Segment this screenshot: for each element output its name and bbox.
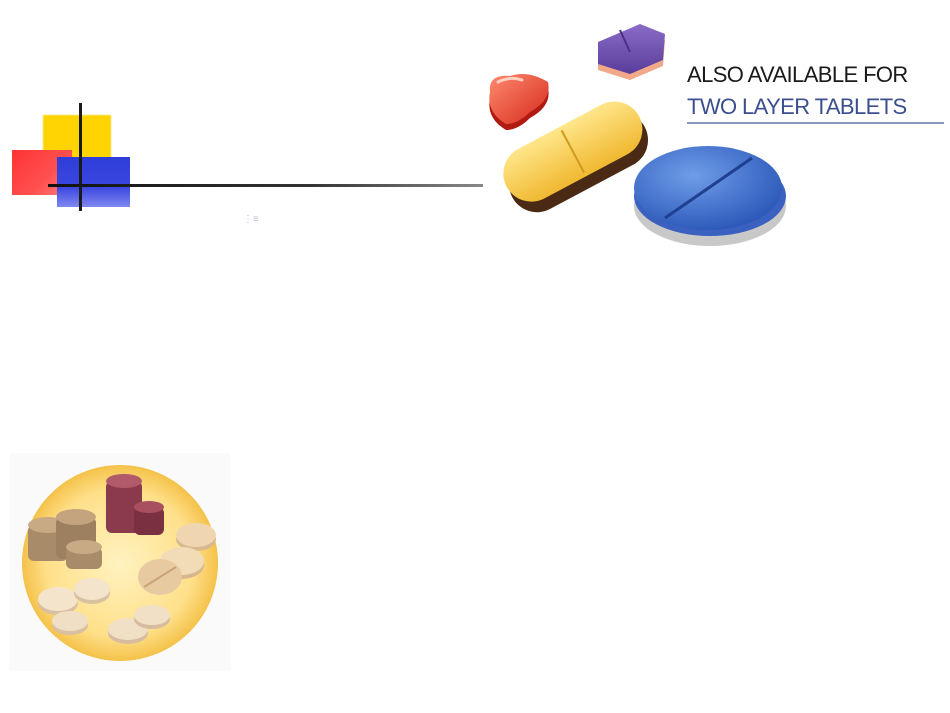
- light-tablets-right: [138, 523, 216, 595]
- tablets-photo: [22, 465, 218, 661]
- yellow-capsule: [503, 101, 649, 213]
- red-heart-pill: [489, 74, 549, 130]
- tan-tablet-stack: [28, 509, 102, 569]
- title-underline-rule: [48, 184, 483, 187]
- logo-vertical-rule: [79, 103, 82, 211]
- maroon-tablet-stack: [106, 474, 164, 535]
- logo-blue-square: [57, 157, 130, 207]
- faint-glyph: ⋮≡: [243, 214, 259, 225]
- two-layer-tablets-underline: [687, 122, 944, 124]
- purple-pill: [598, 24, 665, 80]
- pills-illustration: [489, 24, 786, 246]
- two-layer-tablets-label: TWO LAYER TABLETS: [687, 94, 907, 119]
- light-tablets-bottom: [38, 578, 170, 644]
- availability-heading: ALSO AVAILABLE FOR: [687, 62, 908, 87]
- blue-tablet: [634, 146, 786, 246]
